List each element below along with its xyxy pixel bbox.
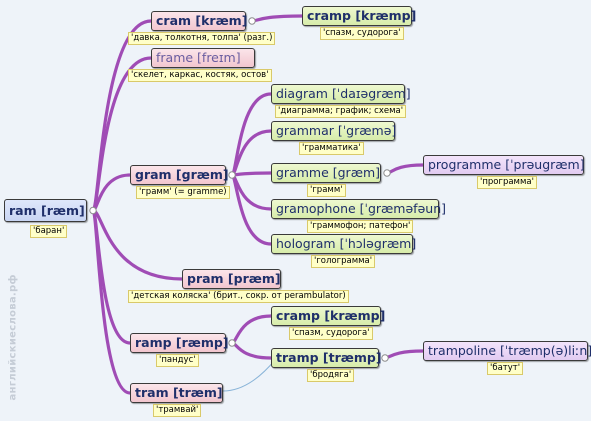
word-tram[interactable]: tram [træm] [130,383,223,403]
gloss-gramme: 'грамм' [307,184,346,197]
word-grammar[interactable]: grammar [ˈgræmə] [271,121,396,141]
gloss-gramophone: 'граммофон; патефон' [307,220,414,233]
gloss-frame: 'скелет, каркас, костяк, остов' [128,69,272,82]
word-gramme[interactable]: gramme [græm] [271,163,381,183]
link-ram-tram [91,208,132,395]
word-cram[interactable]: cram [kræm] [151,11,247,31]
watermark-text: английскиеслова.рф [7,274,19,401]
collapse-toggle-ramp[interactable] [228,339,236,347]
gloss-diagram: 'диаграмма; график; схема' [275,105,407,118]
gloss-cram: 'давка, толкотня, толпа' (разг.) [128,32,276,45]
link-cram-cramp1 [250,14,304,23]
gloss-pram: 'детская коляска' (брит., сокр. от peram… [128,290,349,303]
word-gramophone[interactable]: gramophone [ˈgræməfəun] [271,199,446,219]
link-tramp-trampoline [383,349,425,360]
collapse-toggle-gramme[interactable] [383,169,391,177]
link-ram-frame [91,56,153,213]
link-ram-pram [91,208,184,281]
gloss-ram: 'баран' [30,225,68,238]
gloss-tram: 'трамвай' [153,404,202,417]
word-hologram[interactable]: hologram [ˈhɔləgræm] [271,234,416,254]
word-frame[interactable]: frame [freɪm] [151,48,255,68]
word-trampoline[interactable]: trampoline [ˈtræmp(ə)liːn] [423,341,591,361]
word-diagram[interactable]: diagram [ˈdaɪəgræm] [271,84,411,104]
gloss-tramp: 'бродяга' [307,369,355,382]
collapse-toggle-ram[interactable] [89,206,97,215]
word-tramp[interactable]: tramp [træmp] [271,348,382,368]
gloss-gram: 'грамм' (= gramme) [136,186,230,199]
gloss-ramp: 'пандус' [156,354,199,367]
collapse-toggle-cram[interactable] [248,17,256,25]
word-gram[interactable]: gram [græm] [130,165,229,185]
collapse-toggle-tramp[interactable] [381,354,389,362]
word-cramp-top[interactable]: cramp [kræmp] [302,6,416,26]
word-ram[interactable]: ram [ræm] [4,199,87,222]
link-gramme-programme [385,163,425,175]
collapse-toggle-gram[interactable] [228,171,236,179]
word-programme[interactable]: programme [ˈprəugræm] [423,155,585,175]
gloss-grammar: 'грамматика' [299,142,364,155]
word-pram[interactable]: pram [præm] [182,269,281,289]
link-tram-tramp [222,359,276,392]
word-ramp[interactable]: ramp [ræmp] [130,333,229,353]
gloss-programme: 'программа' [477,176,537,189]
link-ramp-cramp2 [230,314,273,345]
gloss-trampoline: 'батут' [487,362,524,375]
word-cramp-bottom[interactable]: cramp [kræmp] [271,306,385,326]
gloss-cramp-top: 'спазм, судорога' [320,27,404,40]
link-ramp-tramp [230,341,273,360]
gloss-cramp-bottom: 'спазм, судорога' [289,327,373,340]
gloss-hologram: 'голограмма' [311,255,376,268]
link-gram-gramme [230,171,273,177]
